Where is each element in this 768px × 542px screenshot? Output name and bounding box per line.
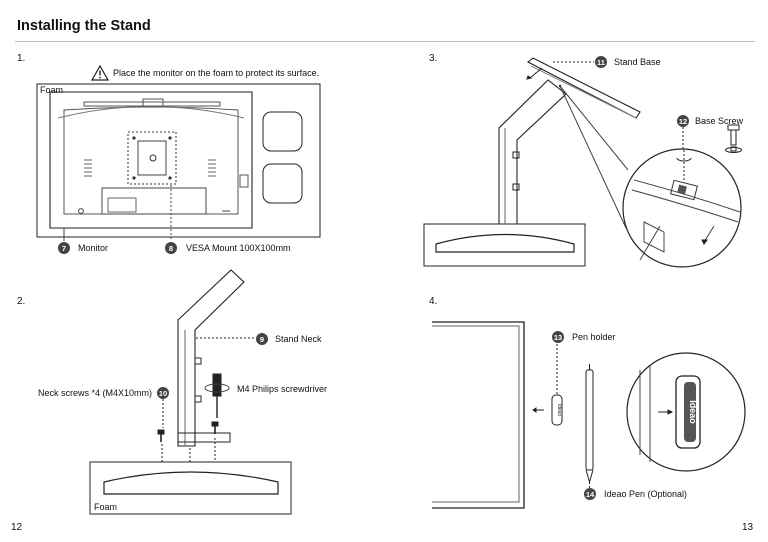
stand-neck-label: Stand Neck	[275, 334, 322, 344]
detail-magnifier-step4	[627, 353, 745, 471]
ideao-pen-icon	[586, 364, 593, 482]
step-2-foam-label: Foam	[94, 502, 118, 512]
page-number-left: 12	[11, 522, 23, 533]
monitor-back	[50, 92, 252, 228]
step-2-number: 2.	[17, 296, 26, 307]
step-1-illustration	[37, 66, 320, 241]
vesa-mount-label: VESA Mount 100X100mm	[186, 243, 291, 253]
callout-badge-9: 9	[256, 333, 268, 345]
pen-holder-label: Pen holder	[572, 332, 616, 342]
callout-badge-10: 10	[157, 387, 169, 399]
vesa-mount-square	[128, 132, 176, 184]
ideao-brand-mark: Ideao	[688, 400, 698, 424]
callout-badge-11: 11	[595, 56, 607, 68]
foam-panel-step2	[90, 462, 291, 514]
neck-screws-label: Neck screws *4 (M4X10mm)	[38, 388, 153, 398]
step-1-number: 1.	[17, 53, 26, 64]
rotation-arrow-icon	[205, 384, 229, 392]
page-number-right: 13	[742, 522, 754, 533]
screwdriver-label: M4 Philips screwdriver	[237, 384, 328, 394]
step-4-number: 4.	[429, 296, 438, 307]
foam-panel-step1	[37, 84, 320, 237]
base-screw-icon	[726, 125, 742, 153]
callout-badge-13: 13	[552, 331, 564, 343]
callout-badge-8: 8	[165, 242, 177, 254]
callout-badge-14: 14	[584, 488, 596, 500]
foam-panel-step3	[424, 224, 585, 266]
warning-icon	[92, 66, 108, 80]
step-3-number: 3.	[429, 53, 438, 64]
stand-base-label: Stand Base	[614, 57, 661, 67]
step-1-warning-text: Place the monitor on the foam to protect…	[113, 68, 320, 78]
step-1-foam-label: Foam	[40, 85, 64, 95]
screwdriver-icon	[205, 374, 229, 418]
svg-text:Ideao: Ideao	[556, 404, 562, 417]
step-3-illustration	[424, 58, 742, 267]
callout-badge-7: 7	[58, 242, 70, 254]
step-4-illustration: Ideao Ideao	[432, 322, 745, 508]
foam-block-bottom	[263, 164, 302, 203]
step-2-illustration	[90, 270, 291, 514]
ideao-pen-label: Ideao Pen (Optional)	[604, 489, 688, 499]
detail-magnifier-step3	[623, 149, 741, 267]
page-title: Installing the Stand	[17, 18, 151, 34]
foam-block-top	[263, 112, 302, 151]
monitor-edge-step4	[432, 322, 524, 508]
title-divider	[15, 41, 755, 42]
base-screw-label: Base Screw	[695, 116, 744, 126]
pen-holder-icon	[552, 395, 562, 425]
callout-badge-12: 12	[677, 115, 689, 127]
monitor-label: Monitor	[78, 243, 109, 253]
